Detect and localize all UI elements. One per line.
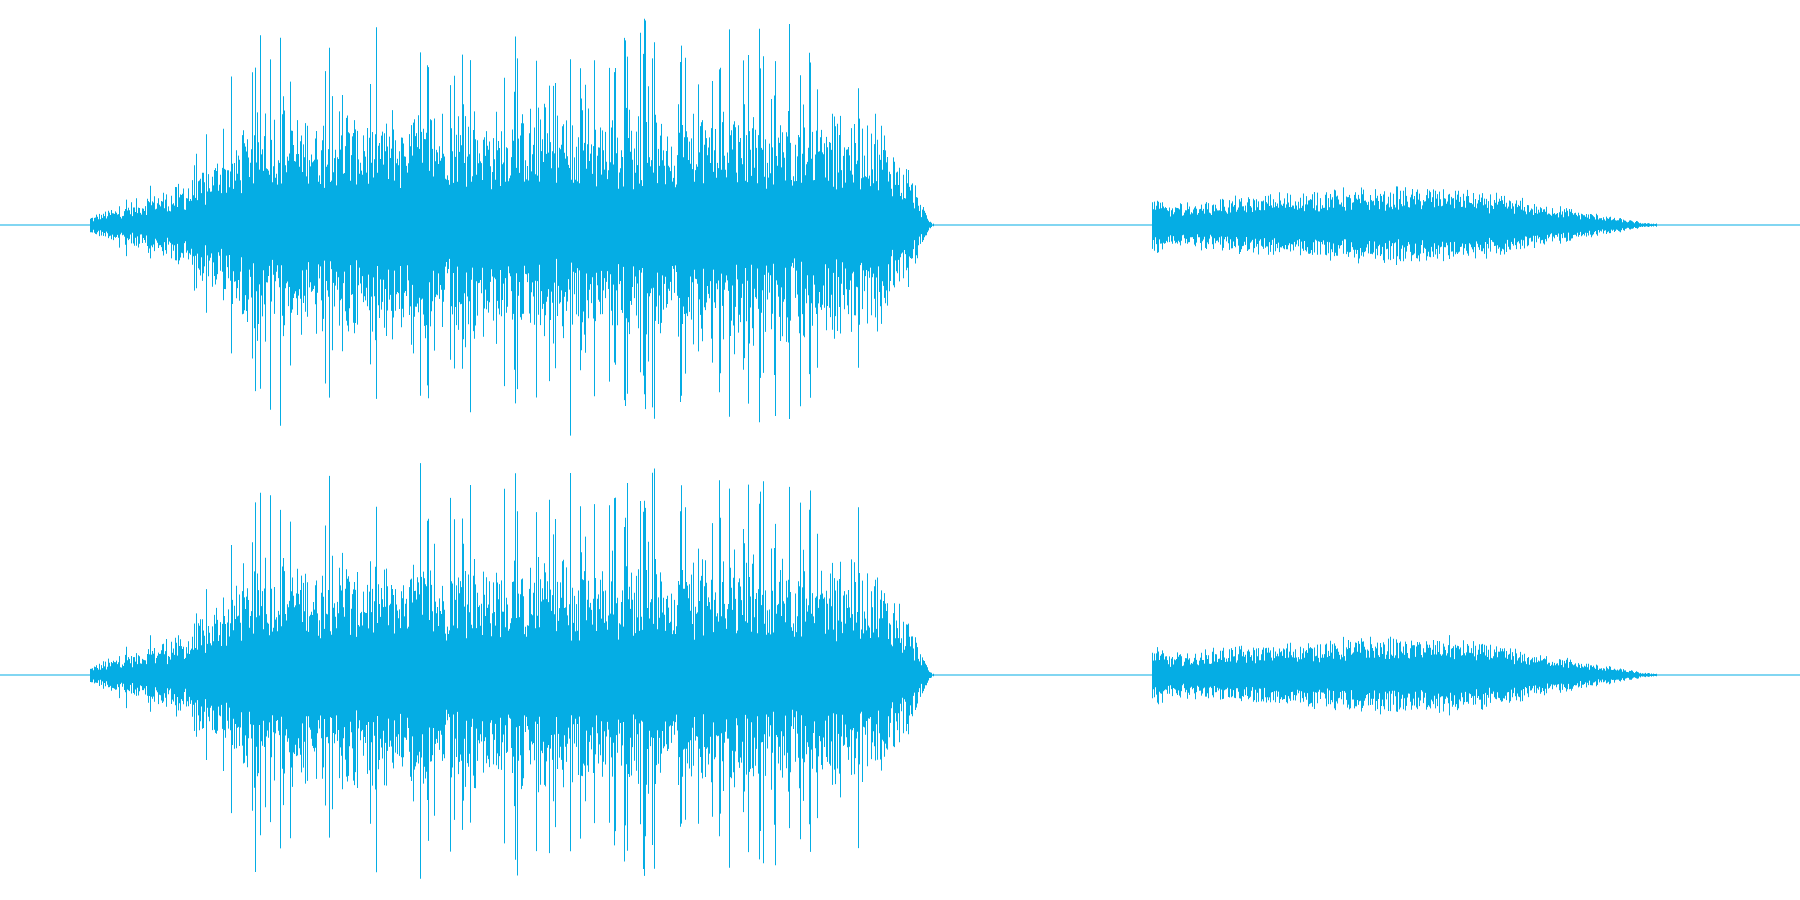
waveform-channel-right[interactable] — [0, 463, 1800, 879]
waveform-channel-left[interactable] — [0, 18, 1800, 436]
waveform-samples — [0, 463, 1800, 879]
waveform-samples — [0, 18, 1800, 436]
